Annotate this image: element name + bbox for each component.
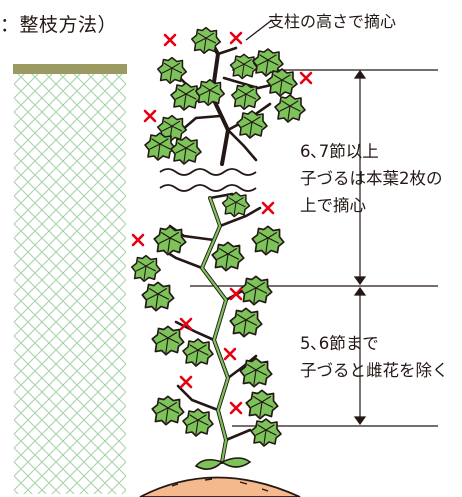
callout-pinch-at-pole-height: 支柱の高さで摘心: [268, 12, 397, 31]
break-wave-icon: [159, 168, 257, 192]
annotation-lower-nodes: 5､6節まで 子づると雌花を除く: [300, 330, 449, 384]
annotation-line: 子づると雌花を除く: [300, 361, 449, 380]
annotation-upper-nodes: 6､7節以上 子づるは本葉2枚の 上で摘心: [300, 138, 443, 219]
green-stem-base: [200, 196, 230, 464]
trellis-net: [14, 74, 126, 494]
annotation-line: 上で摘心: [300, 196, 366, 215]
annotation-line: 子づるは本葉2枚の: [300, 169, 443, 188]
support-pole: [13, 64, 127, 74]
callout-leader: [245, 19, 273, 41]
diagram-title: ：整枝方法）: [0, 14, 118, 36]
annotation-line: 6､7節以上: [300, 142, 379, 161]
seedling-leaves: [194, 457, 252, 470]
soil: [139, 476, 301, 497]
annotation-line: 5､6節まで: [300, 334, 379, 353]
leaf-icon: [130, 26, 306, 447]
